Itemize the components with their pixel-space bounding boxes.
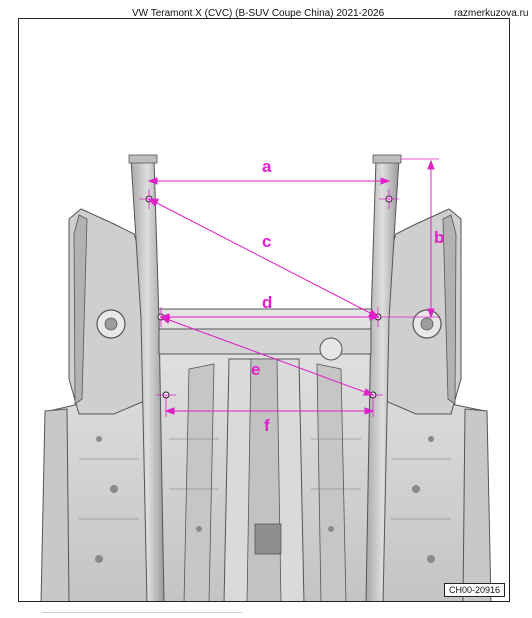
dimension-label-a: a (262, 157, 272, 176)
dimension-label-d: d (262, 293, 273, 312)
dimension-label-f: f (264, 416, 270, 435)
document-title: VW Teramont X (CVC) (B-SUV Coupe China) … (132, 8, 385, 19)
site-name: razmerkuzova.ru (454, 8, 529, 19)
dimension-lines (147, 158, 439, 417)
footer-divider (42, 612, 242, 613)
dimension-label-c: c (262, 232, 272, 251)
right-sill (462, 408, 492, 601)
left-sill (40, 408, 70, 601)
dimension-label-e: e (251, 360, 261, 379)
diagram-frame: a b c d e f CH00-20916 (18, 18, 510, 602)
figure-code: CH00-20916 (443, 583, 505, 597)
underbody-drawing (40, 154, 492, 601)
tunnel-opening (254, 523, 282, 555)
dimension-label-b: b (434, 228, 445, 247)
header: VW Teramont X (CVC) (B-SUV Coupe China) … (0, 8, 532, 22)
